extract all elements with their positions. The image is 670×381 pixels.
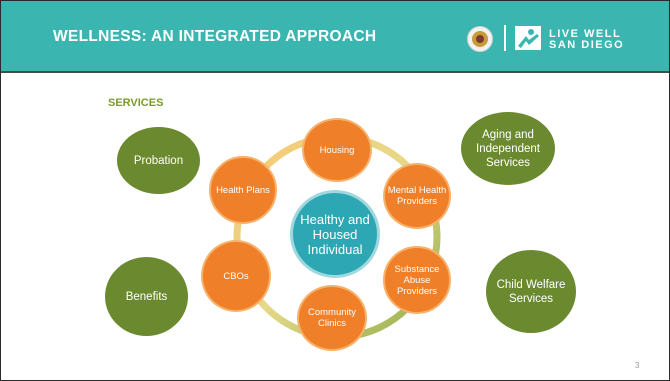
page-number: 3 xyxy=(635,361,640,370)
logo-divider xyxy=(504,25,506,51)
service-housing: Housing xyxy=(302,118,372,182)
section-label: SERVICES xyxy=(108,97,164,109)
service-health-plans: Health Plans xyxy=(209,156,277,224)
logo-text-line1: LIVE WELL xyxy=(549,28,622,40)
service-mental-health-providers: Mental Health Providers xyxy=(383,163,451,229)
slide-header: WELLNESS: AN INTEGRATED APPROACH LIVE WE… xyxy=(1,1,669,71)
live-well-logo-icon xyxy=(515,26,541,50)
service-benefits: Benefits xyxy=(105,257,188,336)
service-aging-independent: Aging and Independent Services xyxy=(461,112,555,185)
logo-text-line2: SAN DIEGO xyxy=(549,39,625,51)
service-community-clinics: Community Clinics xyxy=(297,285,367,351)
header-rule xyxy=(1,71,669,73)
slide-title: WELLNESS: AN INTEGRATED APPROACH xyxy=(53,28,377,45)
service-cbos: CBOs xyxy=(201,240,271,312)
county-seal-icon xyxy=(467,26,493,52)
service-substance-abuse-providers: Substance Abuse Providers xyxy=(383,246,451,314)
center-healthy-housed-individual: Healthy and Housed Individual xyxy=(290,190,380,278)
service-child-welfare: Child Welfare Services xyxy=(486,250,576,333)
service-probation: Probation xyxy=(117,127,200,194)
